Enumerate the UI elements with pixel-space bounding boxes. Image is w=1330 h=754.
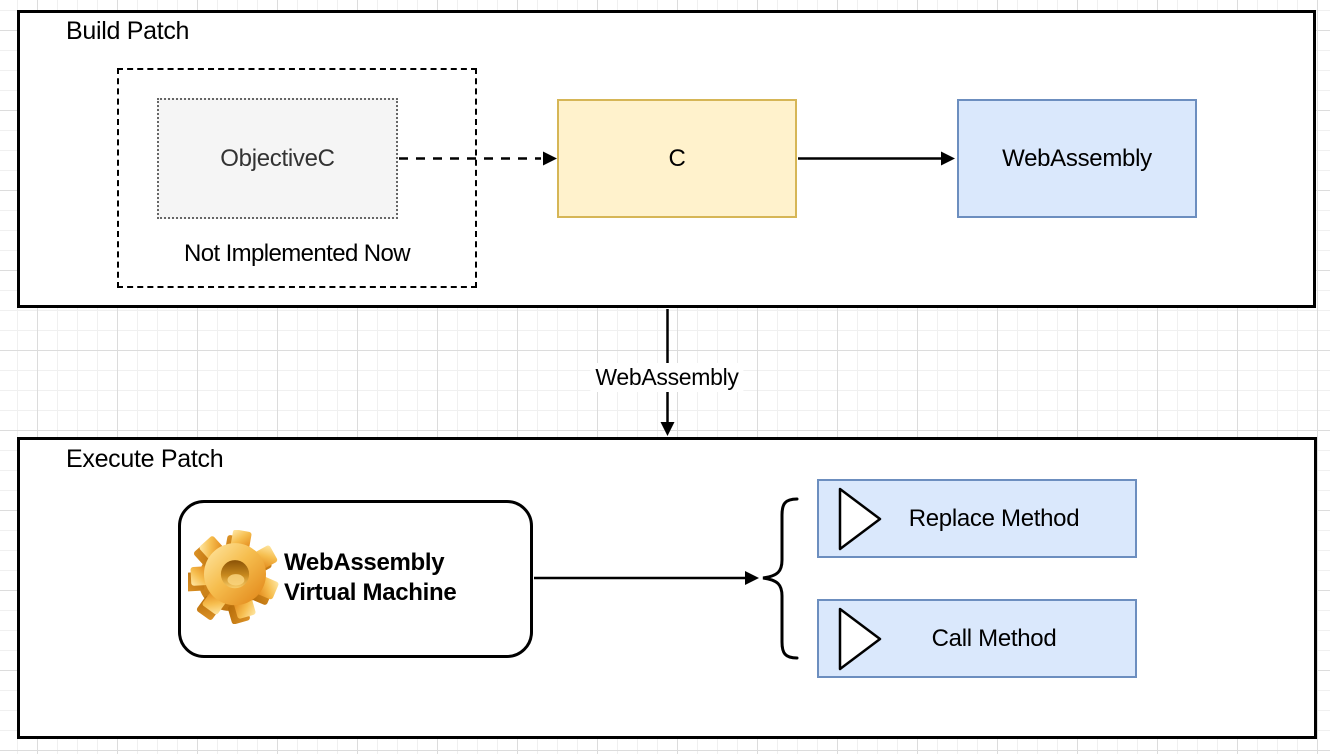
replace-method-label: Replace Method — [908, 504, 1080, 532]
objectivec-label: ObjectiveC — [220, 144, 335, 172]
flow-edge-label: WebAssembly — [590, 363, 744, 392]
webassembly-node: WebAssembly — [957, 99, 1197, 218]
not-implemented-label: Not Implemented Now — [183, 240, 411, 267]
c-label: C — [668, 144, 686, 172]
webassembly-label: WebAssembly — [1002, 144, 1152, 172]
gear-icon — [188, 530, 279, 624]
objectivec-node: ObjectiveC — [157, 98, 398, 219]
c-node: C — [557, 99, 797, 218]
wasm-vm-title-line1: WebAssembly — [284, 549, 445, 576]
call-method-node: Call Method — [817, 599, 1137, 678]
wasm-vm-title-line2: Virtual Machine — [284, 579, 457, 606]
execute-patch-title: Execute Patch — [66, 445, 224, 473]
call-method-label: Call Method — [931, 624, 1057, 652]
play-icon — [838, 607, 882, 670]
play-icon — [838, 487, 882, 550]
wasm-vm-title: WebAssembly Virtual Machine — [284, 548, 457, 608]
build-patch-title: Build Patch — [66, 17, 190, 45]
replace-method-node: Replace Method — [817, 479, 1137, 558]
